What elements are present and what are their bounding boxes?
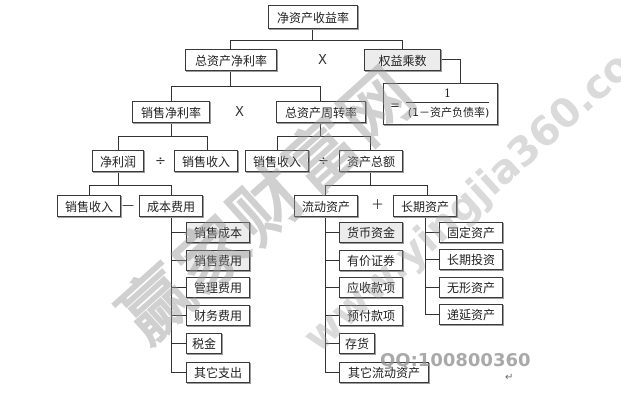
cost-item: 财务费用 [186,305,250,326]
connector [425,215,426,315]
connector [402,40,403,50]
connector [207,136,208,150]
connector [89,185,90,195]
connector [230,70,231,87]
node-current-assets: 流动资产 [294,195,358,217]
equity-multiplier-formula: = 1 (1－资产负债率) [383,83,498,125]
fraction-bar [406,102,489,103]
connector [425,314,439,315]
node-sales-revenue: 销售收入 [57,195,121,217]
node-sales-revenue: 销售收入 [245,150,309,172]
connector [325,260,340,261]
connector [425,259,439,260]
cost-item: 税金 [186,333,222,354]
connector [325,215,326,373]
connector [171,86,172,101]
connector [118,171,119,186]
connector [320,122,321,137]
connector [441,59,460,60]
connector [370,136,371,150]
connector [171,315,186,316]
connector [325,372,340,373]
divide-operator: ÷ [318,154,329,169]
long-term-asset-item: 固定资产 [439,222,503,243]
cost-item: 销售成本 [186,222,250,243]
connector [425,232,439,233]
connector [370,171,371,186]
connector [118,136,207,137]
connector [89,185,171,186]
formula-denominator: (1－资产负债率) [407,106,490,119]
multiply-operator: X [235,105,244,120]
connector [171,260,186,261]
connector [320,86,321,101]
connector [425,287,439,288]
node-net-profit: 净利润 [92,150,144,172]
long-term-asset-item: 长期投资 [439,249,503,270]
connector [427,185,428,195]
node-long-term-assets: 长期资产 [393,195,457,217]
current-asset-item: 应收款项 [339,277,403,298]
connector [171,86,321,87]
connector [460,59,461,83]
node-roe: 净资产收益率 [268,5,358,29]
node-roa: 总资产净利率 [185,49,277,71]
cost-item: 其它支出 [186,362,250,383]
connector [171,287,186,288]
connector [118,136,119,150]
node-asset-turnover: 总资产周转率 [276,101,366,123]
current-asset-item: 货币资金 [339,222,403,243]
current-asset-item: 存货 [339,333,375,354]
minus-operator: — [122,198,134,212]
connector [230,40,402,41]
current-asset-item: 有价证券 [339,250,403,271]
connector [325,343,340,344]
connector [277,136,278,150]
connector [171,343,186,344]
cost-item: 销售费用 [186,250,250,271]
paragraph-return-icon: ↵ [505,372,514,383]
connector [312,28,313,41]
long-term-asset-item: 递延资产 [439,304,503,325]
formula-numerator: 1 [444,87,451,100]
connector [325,232,340,233]
connector [325,287,340,288]
divide-operator: ÷ [155,154,166,169]
long-term-asset-item: 无形资产 [439,277,503,298]
multiply-operator: X [318,53,327,68]
current-asset-item: 其它流动资产 [339,362,429,383]
equals-sign: = [390,98,401,112]
plus-operator: ＋ [371,198,385,213]
connector [171,372,186,373]
connector [230,40,231,50]
current-asset-item: 预付款项 [339,305,403,326]
connector [171,185,172,195]
node-equity-multiplier: 权益乘数 [364,49,441,71]
node-net-profit-margin: 销售净利率 [132,101,210,123]
connector [171,215,172,373]
node-costs-expenses: 成本费用 [139,195,203,217]
cost-item: 管理费用 [186,277,250,298]
connector [325,315,340,316]
connector [325,185,427,186]
connector [171,232,186,233]
connector [171,122,172,137]
connector [325,185,326,195]
node-total-assets: 资产总额 [339,150,403,172]
node-sales-revenue: 销售收入 [174,150,238,172]
connector [277,136,370,137]
